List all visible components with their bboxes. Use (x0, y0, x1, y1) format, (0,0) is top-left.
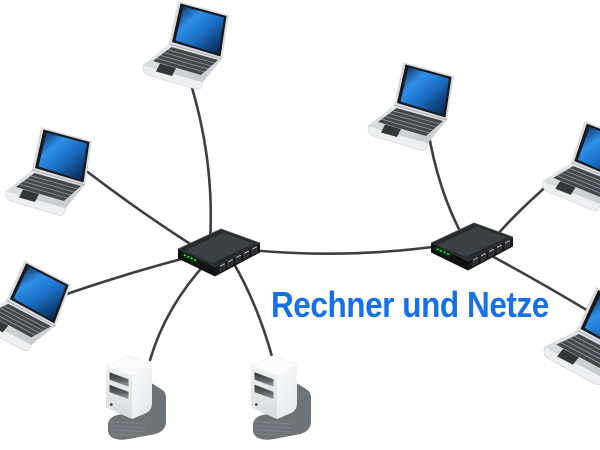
desktop-tower-icon (250, 354, 312, 441)
cable-laptop-3-switch-1 (56, 253, 199, 299)
node-laptop-1 (142, 0, 230, 90)
node-switch-1 (177, 228, 261, 278)
node-laptop-3 (0, 252, 75, 358)
laptop-icon (367, 61, 455, 151)
laptop-icon (142, 0, 230, 90)
cable-laptop-2-switch-1 (83, 168, 197, 249)
laptop-icon (5, 126, 93, 216)
node-laptop-5 (540, 116, 600, 215)
node-tower-2 (250, 354, 312, 441)
cable-switch-1-switch-2 (248, 244, 442, 255)
cable-laptop-4-switch-2 (426, 128, 464, 237)
cable-laptop-1-switch-1 (187, 76, 213, 245)
network-switch-icon (177, 228, 261, 278)
node-laptop-4 (367, 61, 455, 151)
diagram-title: Rechner und Netze (271, 284, 549, 325)
node-tower-1 (105, 354, 167, 441)
laptop-icon (540, 116, 600, 215)
desktop-tower-icon (105, 354, 167, 441)
cable-tower-2-switch-1 (231, 260, 275, 362)
cable-tower-1-switch-1 (148, 260, 209, 362)
cable-switch-2-laptop-6 (488, 253, 592, 314)
laptop-icon (0, 252, 75, 358)
node-laptop-2 (5, 126, 93, 216)
cables (56, 76, 592, 362)
